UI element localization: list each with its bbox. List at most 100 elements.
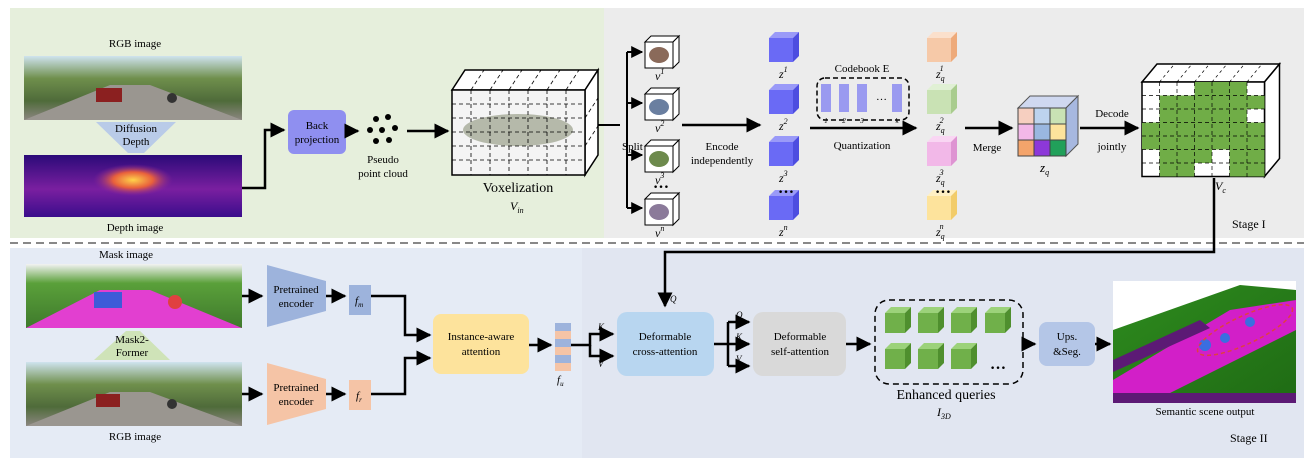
mask2former-label-2: Former bbox=[116, 347, 149, 359]
occupied-voxel bbox=[1194, 122, 1212, 136]
occupied-voxel bbox=[1212, 136, 1230, 150]
pseudo-point-cloud-label-2: point cloud bbox=[358, 168, 408, 180]
occupied-voxel bbox=[1177, 149, 1195, 163]
quantized-cube bbox=[927, 136, 957, 166]
completed-voxel-grid bbox=[1140, 61, 1282, 179]
latent-label: z3 bbox=[778, 169, 788, 185]
codebook-vector bbox=[857, 84, 867, 112]
arrow-fr-to-attention bbox=[371, 350, 432, 396]
instance-aware-attention-label: Instance-aware bbox=[448, 331, 515, 343]
pseudo-point-cloud-label: Pseudo bbox=[367, 154, 399, 166]
fm-symbol: fm bbox=[355, 295, 363, 309]
subvolume-cube bbox=[643, 34, 681, 70]
diffusion-depth-label: Diffusion bbox=[115, 123, 157, 135]
enhanced-queries-box bbox=[874, 299, 1024, 385]
occupied-voxel bbox=[1194, 149, 1212, 163]
occupied-voxel bbox=[1194, 95, 1212, 109]
occupied-voxel bbox=[1159, 95, 1177, 109]
occupied-voxel bbox=[1194, 136, 1212, 150]
codebook-label: Codebook E bbox=[835, 63, 890, 75]
arrow-fm-to-attention bbox=[371, 294, 432, 343]
rgb-image-label-2: RGB image bbox=[109, 431, 161, 443]
voxelization-label: Voxelization bbox=[483, 181, 554, 196]
ups-seg-label: Ups. bbox=[1057, 331, 1078, 343]
quantized-cube bbox=[927, 190, 957, 220]
query-connector bbox=[657, 178, 1216, 308]
instance-aware-attention-label-2: attention bbox=[462, 346, 501, 358]
mask-image bbox=[26, 264, 242, 328]
deformable-self-attention-label-2: self-attention bbox=[771, 346, 830, 358]
quantized-label: zqn bbox=[935, 222, 945, 241]
v-label-self: V bbox=[736, 354, 743, 364]
subvolume-label: v1 bbox=[655, 67, 664, 83]
occupied-voxel bbox=[1159, 122, 1177, 136]
rgb-image-2 bbox=[26, 362, 242, 426]
semantic-scene-output-label: Semantic scene output bbox=[1156, 406, 1255, 418]
query-cube bbox=[885, 343, 911, 369]
semantic-scene-output bbox=[1113, 281, 1296, 403]
voxel-grid bbox=[450, 67, 600, 178]
occupied-voxel bbox=[1247, 95, 1265, 109]
occupied-voxel bbox=[1229, 109, 1247, 123]
rgb-image bbox=[24, 56, 242, 120]
fr-feature bbox=[349, 380, 371, 410]
occupied-voxel bbox=[1159, 163, 1177, 177]
back-projection-box[interactable] bbox=[288, 110, 346, 154]
decode-label-2: jointly bbox=[1097, 141, 1127, 153]
codebook-index: k bbox=[895, 117, 899, 125]
occupied-voxel bbox=[1229, 95, 1247, 109]
occupied-voxel bbox=[1229, 82, 1247, 96]
occupied-voxel bbox=[1247, 149, 1265, 163]
arrow-depth-to-backproj bbox=[242, 122, 286, 190]
back-projection-label: Back bbox=[306, 120, 329, 132]
ups-seg-box[interactable] bbox=[1039, 322, 1095, 366]
latent-cube bbox=[769, 84, 799, 114]
subvolume-ellipsis: … bbox=[653, 175, 669, 192]
occupied-voxel bbox=[1177, 136, 1195, 150]
quantized-label: zq2 bbox=[935, 116, 945, 135]
ups-seg-label-2: &Seg. bbox=[1053, 346, 1081, 358]
q-label-self: Q bbox=[736, 310, 743, 320]
back-projection-label-2: projection bbox=[295, 134, 340, 146]
deformable-cross-attention-box[interactable] bbox=[617, 312, 714, 376]
codebook-vector bbox=[892, 84, 902, 112]
v-label-cross: V bbox=[598, 359, 605, 369]
occupied-voxel bbox=[1177, 163, 1195, 177]
encode-label-2: independently bbox=[691, 155, 754, 167]
occupied-voxel bbox=[1142, 136, 1160, 150]
query-cube bbox=[951, 307, 977, 333]
fu-symbol: fu bbox=[557, 374, 564, 388]
query-cube bbox=[985, 307, 1011, 333]
subvolume-cube bbox=[643, 86, 681, 122]
query-cube bbox=[951, 343, 977, 369]
latent-cube bbox=[769, 32, 799, 62]
enhanced-queries-label: Enhanced queries bbox=[896, 388, 995, 403]
codebook-vector bbox=[839, 84, 849, 112]
stage1-label: Stage I bbox=[1232, 217, 1266, 231]
quantized-ellipsis: … bbox=[935, 180, 951, 197]
zq-symbol: zq bbox=[1039, 160, 1049, 177]
codebook-index: 1 bbox=[824, 117, 828, 125]
occupied-voxel bbox=[1142, 122, 1160, 136]
occupied-voxel bbox=[1159, 149, 1177, 163]
occupied-voxel bbox=[1194, 82, 1212, 96]
depth-image bbox=[24, 155, 242, 217]
pretrained-encoder-mask[interactable] bbox=[267, 265, 326, 327]
encoder-mask-label-2: encoder bbox=[279, 298, 314, 310]
pretrained-encoder-rgb[interactable] bbox=[267, 363, 326, 425]
subvolume-cube bbox=[643, 191, 681, 227]
occupied-voxel bbox=[1177, 95, 1195, 109]
mask2former-label: Mask2- bbox=[115, 334, 149, 346]
codebook-index: 2 bbox=[842, 117, 846, 125]
latent-cube bbox=[769, 190, 799, 220]
latent-label: z1 bbox=[778, 65, 788, 81]
deformable-self-attention-box[interactable] bbox=[753, 312, 846, 376]
query-cube bbox=[918, 343, 944, 369]
occupied-voxel bbox=[1194, 109, 1212, 123]
mask2former-funnel bbox=[94, 331, 170, 360]
occupied-voxel bbox=[1247, 163, 1265, 177]
occupied-voxel bbox=[1177, 122, 1195, 136]
q-label-top: Q bbox=[670, 294, 677, 304]
instance-aware-attention-box[interactable] bbox=[433, 314, 529, 374]
